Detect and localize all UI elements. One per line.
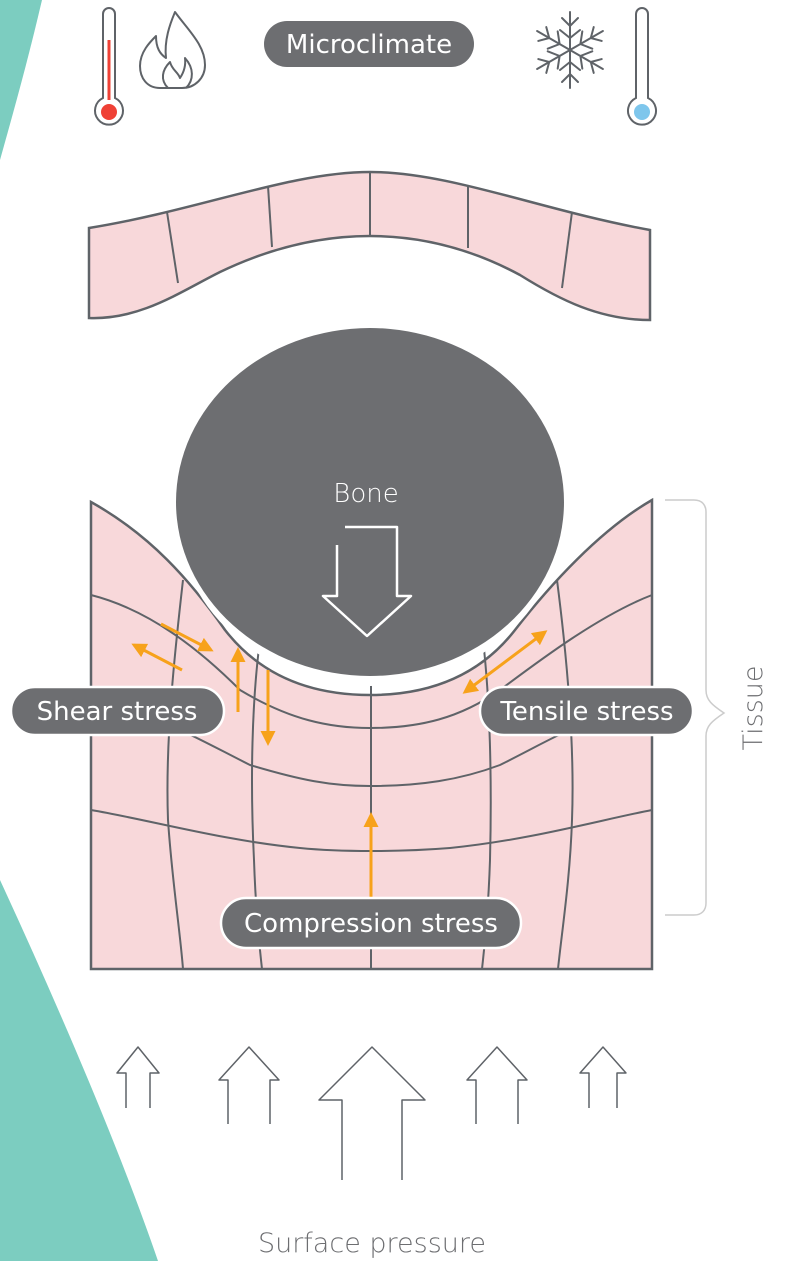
- tensile-stress-pill: Tensile stress: [480, 687, 693, 735]
- top-tissue-band: [89, 172, 650, 320]
- surface-pressure-label: Surface pressure: [258, 1228, 486, 1259]
- compression-stress-label: Compression stress: [244, 909, 498, 939]
- bone-label: Bone: [333, 479, 398, 509]
- microclimate-pill: Microclimate: [264, 21, 474, 67]
- shear-stress-label: Shear stress: [37, 697, 198, 727]
- teal-accent-top: [0, 0, 42, 160]
- shear-stress-pill: Shear stress: [11, 687, 224, 735]
- thermometer-hot-icon: [95, 8, 123, 125]
- up-arrow-icon: [117, 1047, 626, 1180]
- flame-icon: [140, 12, 205, 88]
- bone: Bone: [175, 328, 565, 686]
- compression-stress-pill: Compression stress: [221, 898, 521, 948]
- microclimate-label: Microclimate: [286, 30, 452, 60]
- thermometer-cold-icon: [628, 8, 656, 125]
- tissue-label: Tissue: [738, 665, 769, 750]
- tensile-stress-label: Tensile stress: [499, 697, 673, 727]
- snowflake-icon: [532, 12, 608, 88]
